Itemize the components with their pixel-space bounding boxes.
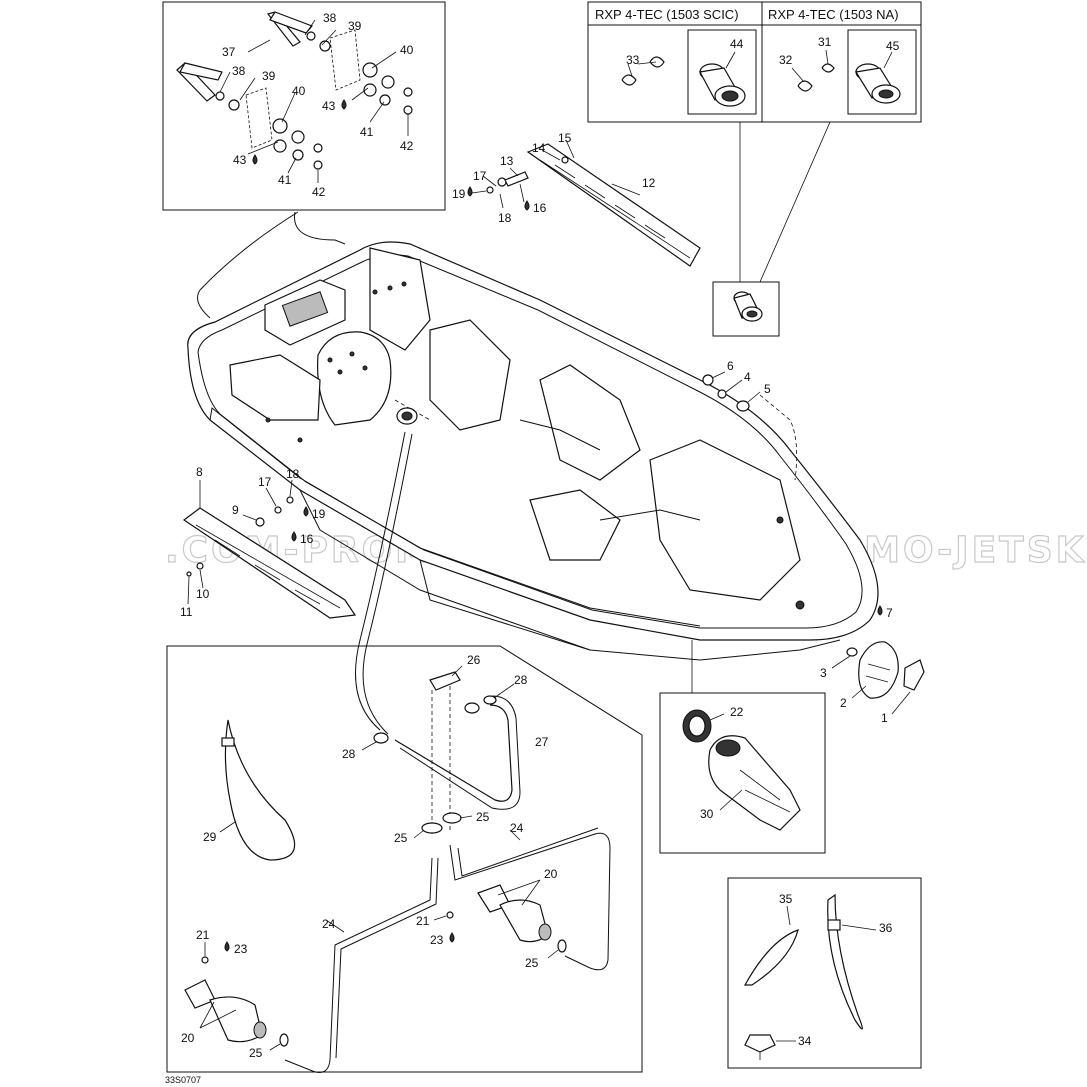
- callout-19: 19: [452, 187, 466, 201]
- callout-9: 9: [232, 503, 239, 517]
- callout-24: 24: [322, 917, 336, 931]
- callout-36: 36: [879, 921, 893, 935]
- callout-32: 32: [779, 53, 793, 67]
- fastener-detail-box: [727, 877, 922, 1069]
- callout-42: 42: [312, 185, 326, 199]
- callout-25: 25: [249, 1046, 263, 1060]
- callout-40: 40: [400, 43, 414, 57]
- callout-17: 17: [473, 169, 487, 183]
- lubricant-drop-icon: [224, 99, 883, 952]
- callout-13: 13: [500, 154, 514, 168]
- callout-25: 25: [476, 810, 490, 824]
- callout-12: 12: [642, 176, 656, 190]
- callout-31: 31: [818, 35, 832, 49]
- callout-labels: 38 39 37 38 39 40 43 40 41 42 43 41 42 3…: [180, 11, 900, 1060]
- callout-18: 18: [498, 211, 512, 225]
- callout-35: 35: [779, 892, 793, 906]
- callout-29: 29: [203, 830, 217, 844]
- callout-43: 43: [233, 153, 247, 167]
- callout-22: 22: [730, 705, 744, 719]
- drain-plug-group: [831, 641, 925, 715]
- handle-detail-box: [162, 1, 446, 319]
- callout-4: 4: [744, 370, 751, 384]
- callout-20: 20: [544, 867, 558, 881]
- callout-42: 42: [400, 139, 414, 153]
- callout-33: 33: [626, 53, 640, 67]
- callout-43: 43: [322, 99, 336, 113]
- callout-41: 41: [360, 125, 374, 139]
- callout-14: 14: [532, 141, 546, 155]
- callout-25: 25: [394, 831, 408, 845]
- callout-28: 28: [514, 673, 528, 687]
- callout-2: 2: [840, 696, 847, 710]
- bumper-fasteners: [702, 371, 761, 412]
- callout-8: 8: [196, 465, 203, 479]
- callout-39: 39: [262, 69, 276, 83]
- callout-21: 21: [196, 928, 210, 942]
- side-trim-left: [182, 479, 357, 619]
- callout-26: 26: [467, 653, 481, 667]
- callout-38: 38: [232, 64, 246, 78]
- callout-24: 24: [510, 821, 524, 835]
- callout-41: 41: [278, 173, 292, 187]
- drawing-reference: 33S0707: [165, 1075, 201, 1085]
- callout-38: 38: [323, 11, 337, 25]
- hull-body: [187, 241, 879, 661]
- callout-30: 30: [700, 807, 714, 821]
- callout-20: 20: [181, 1031, 195, 1045]
- callout-10: 10: [196, 587, 210, 601]
- header-na: RXP 4-TEC (1503 NA): [768, 7, 899, 22]
- callout-3: 3: [820, 666, 827, 680]
- callout-19: 19: [312, 507, 326, 521]
- callout-7: 7: [886, 606, 893, 620]
- callout-1: 1: [881, 711, 888, 725]
- header-scic: RXP 4-TEC (1503 SCIC): [595, 7, 739, 22]
- callout-23: 23: [430, 933, 444, 947]
- callout-45: 45: [886, 39, 900, 53]
- callout-6: 6: [727, 359, 734, 373]
- callout-18: 18: [286, 467, 300, 481]
- callout-40: 40: [292, 84, 306, 98]
- callout-39: 39: [348, 19, 362, 33]
- callout-27: 27: [535, 735, 549, 749]
- callout-16: 16: [300, 532, 314, 546]
- side-trim-right: [471, 139, 701, 267]
- callout-25: 25: [525, 956, 539, 970]
- callout-11: 11: [180, 605, 193, 619]
- callout-17: 17: [258, 475, 272, 489]
- callout-28: 28: [342, 747, 356, 761]
- callout-5: 5: [764, 382, 771, 396]
- callout-21: 21: [416, 914, 430, 928]
- callout-44: 44: [730, 37, 744, 51]
- sleeve-detail-box: [587, 1, 922, 337]
- callout-16: 16: [533, 201, 547, 215]
- callout-15: 15: [558, 131, 572, 145]
- callout-34: 34: [798, 1034, 812, 1048]
- bilge-detail-box: [166, 431, 643, 1073]
- callout-37: 37: [222, 45, 236, 59]
- intake-detail-box: [659, 640, 826, 854]
- callout-23: 23: [234, 942, 248, 956]
